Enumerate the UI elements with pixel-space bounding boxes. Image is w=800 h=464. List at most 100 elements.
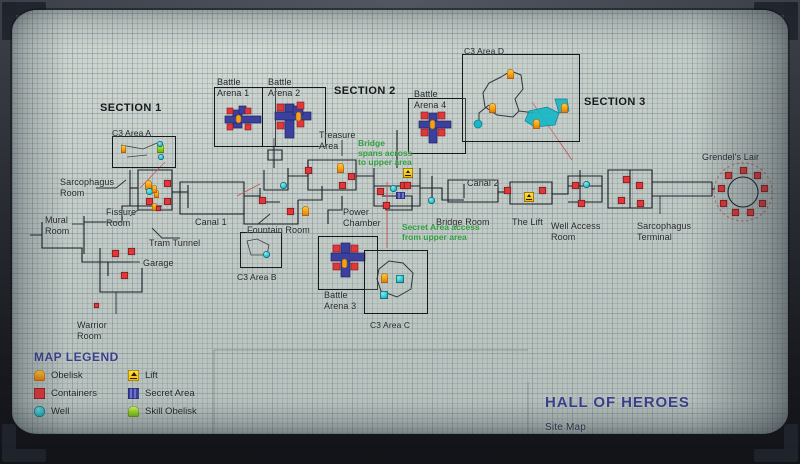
inset-label-c3-area-a: C3 Area A: [112, 128, 152, 138]
well-bridge: [428, 197, 435, 204]
grendel-container-9: [725, 171, 733, 179]
map-canvas: SECTION 1 SECTION 2 SECTION 3 Sarcophagus …: [12, 10, 788, 434]
container-lift-b: [539, 187, 546, 194]
legend-secret-area: Secret Area: [128, 388, 195, 399]
room-label-battle-arena-4: Battle Arena 4: [414, 89, 447, 110]
section-2: SECTION 2: [334, 85, 396, 97]
room-label-bridge-room: Bridge Room: [436, 217, 490, 227]
section-1: SECTION 1: [100, 102, 162, 114]
secret-area-icon: [128, 388, 139, 399]
container-garage: [121, 272, 128, 279]
container-tram-a: [112, 250, 119, 257]
inset-battle-arena-4: [408, 98, 466, 154]
grendel-container-1: [739, 166, 747, 174]
container-power-a: [348, 173, 355, 180]
grendel-container-2: [753, 171, 761, 179]
room-label-sarcophagus-terminal: Sarcophagus Terminal: [637, 221, 692, 242]
legend-obelisk: Obelisk: [34, 370, 83, 381]
container-bridge-b: [383, 202, 390, 209]
room-label-battle-arena-1: Battle Arena 1: [217, 77, 250, 98]
inset-label-c3-area-d: C3 Area D: [464, 46, 505, 56]
room-label-tram-tunnel: Tram Tunnel: [149, 238, 201, 248]
obelisk-fountain: [302, 206, 309, 216]
inset-c3-area-c: [364, 250, 428, 314]
obelisk-sarcophagus: [145, 180, 152, 190]
container-power-b: [377, 188, 384, 195]
obelisk-treasure: [337, 163, 344, 173]
legend-lift-label: Lift: [145, 370, 158, 381]
container-term-a: [623, 176, 630, 183]
room-label-garage: Garage: [143, 258, 174, 268]
legend-well: Well: [34, 406, 69, 417]
inset-label-c3-area-b: C3 Area B: [237, 272, 277, 282]
legend-well-label: Well: [51, 406, 70, 417]
page-subtitle: Site Map: [545, 422, 587, 433]
room-label-battle-arena-2: Battle Arena 2: [268, 77, 301, 98]
obelisk-mural: [154, 190, 159, 198]
room-label-treasure-area: Treasure Area: [319, 130, 356, 151]
room-label-battle-arena-3: Battle Arena 3: [324, 290, 357, 311]
container-term-d: [637, 200, 644, 207]
battle-arena-1-shape: [224, 105, 262, 131]
grendel-container-7: [720, 199, 728, 207]
lift-thelift: [524, 192, 534, 202]
obelisk-canal2: [152, 185, 157, 193]
room-label-grendels-lair: Grendel's Lair: [702, 152, 760, 162]
well-fountain: [280, 182, 287, 189]
legend-containers-label: Containers: [51, 388, 97, 399]
well-fissure: [146, 188, 153, 195]
legend-title: MAP LEGEND: [34, 350, 119, 364]
container-bridge-a: [404, 182, 411, 189]
container-warrior-a: [94, 303, 99, 308]
secret-bridge: [396, 192, 405, 199]
grendel-container-6: [731, 209, 739, 217]
container-treasure-b: [339, 182, 346, 189]
container-power-c: [400, 182, 407, 189]
legend-secret-area-label: Secret Area: [145, 388, 195, 399]
inset-c3-area-a: [112, 136, 176, 168]
room-label-canal-1: Canal 1: [195, 217, 227, 227]
container-lift-a: [504, 187, 511, 194]
well-power: [390, 185, 397, 192]
container-icon: [34, 388, 45, 399]
map-paper: SECTION 1 SECTION 2 SECTION 3 Sarcophagus …: [12, 10, 788, 434]
room-label-mural-room: Mural Room: [45, 215, 70, 236]
room-label-canal-2: Canal 2: [467, 178, 499, 188]
obelisk-canal1: [152, 203, 157, 211]
container-fountain-b: [287, 208, 294, 215]
inset-c3-area-b: [240, 232, 282, 268]
container-fountain-a: [259, 197, 266, 204]
inset-c3-area-d: [462, 54, 580, 142]
legend-skill-obelisk: Skill Obelisk: [128, 406, 197, 417]
secret-area-note: Secret Area access from upper area: [402, 222, 480, 242]
container-well-a: [572, 182, 579, 189]
room-label-power-chamber: Power Chamber: [343, 207, 381, 228]
inset-battle-arena-1: [214, 87, 276, 147]
container-canal1: [156, 206, 161, 211]
well-access: [583, 181, 590, 188]
grendels-lair-ring: [713, 162, 773, 222]
grendel-container-5: [747, 209, 755, 217]
room-label-fountain-room: Fountain Room: [247, 225, 310, 235]
legend-containers: Containers: [34, 388, 97, 399]
grendel-container-3: [761, 184, 769, 192]
lift-bridge: [403, 168, 413, 178]
inset-battle-arena-2: [262, 87, 326, 147]
inset-label-c3-area-c: C3 Area C: [370, 320, 411, 330]
container-treasure-a: [305, 167, 312, 174]
legend-obelisk-label: Obelisk: [51, 370, 83, 381]
battle-arena-3-shape: [330, 242, 366, 278]
section-3: SECTION 3: [584, 96, 646, 108]
page-title: HALL OF HEROES: [545, 394, 690, 411]
room-label-the-lift: The Lift: [512, 217, 543, 227]
battle-arena-2-shape: [274, 101, 312, 139]
grendel-container-8: [717, 184, 725, 192]
container-fissure-a: [164, 180, 171, 187]
room-label-warrior-room: Warrior Room: [77, 320, 107, 341]
container-tram-b: [128, 248, 135, 255]
corridor-network: [30, 101, 773, 314]
room-label-fissure-room: Fissure Room: [106, 207, 137, 228]
container-fissure-c: [164, 198, 171, 205]
